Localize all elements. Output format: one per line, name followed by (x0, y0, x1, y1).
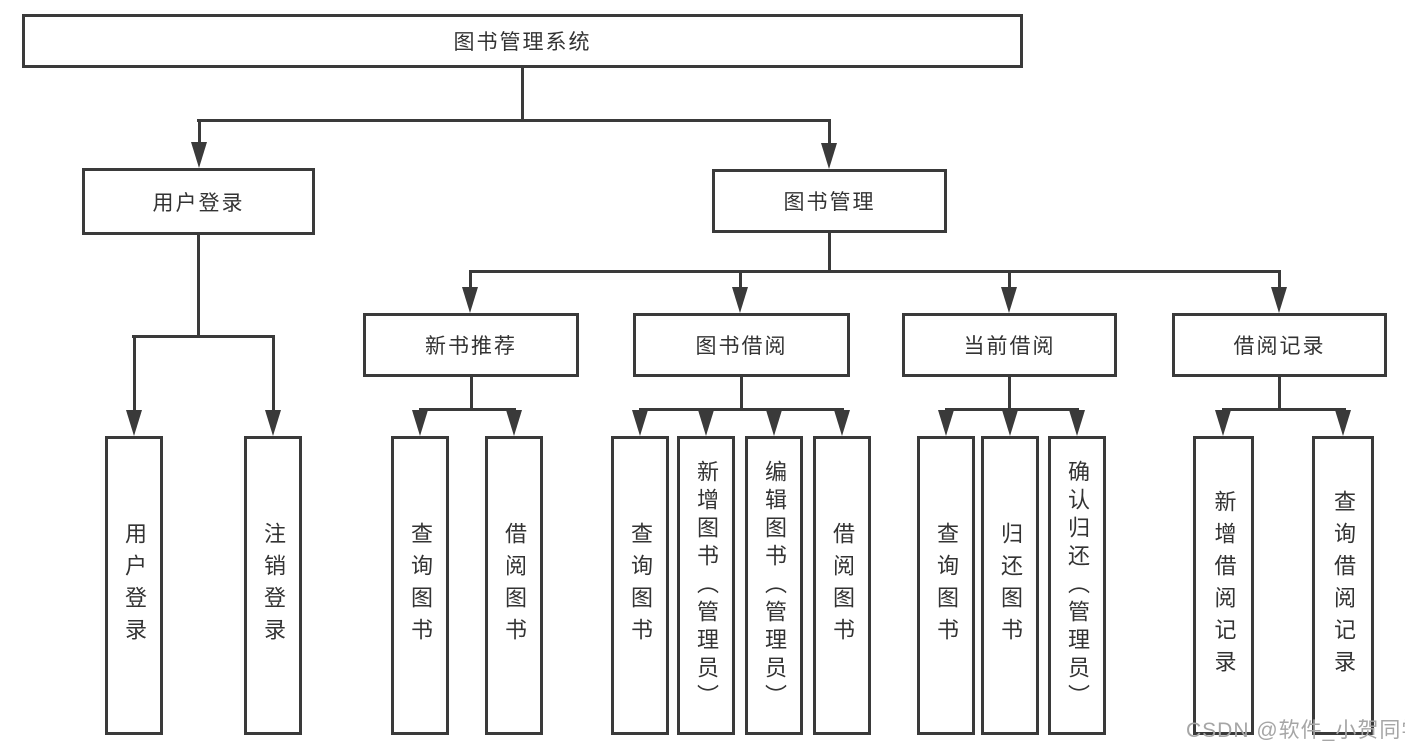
node-label: 借阅图书 (502, 521, 527, 650)
arrow-down-icon (1215, 410, 1231, 436)
arrow-down-icon (632, 410, 648, 436)
connector-line (738, 270, 742, 289)
connector-line (418, 408, 516, 411)
arrow-down-icon (1069, 410, 1085, 436)
node-borrowing-records: 借阅记录 (1172, 313, 1387, 377)
connector-line (197, 119, 201, 144)
arrow-down-icon (766, 410, 782, 436)
connector-line (132, 335, 136, 412)
connector-line (638, 408, 844, 411)
connector-line (521, 68, 524, 119)
connector-line (197, 119, 831, 122)
node-current-borrowing: 当前借阅 (902, 313, 1117, 377)
arrow-down-icon (1002, 410, 1018, 436)
leaf-borrow-books-2: 借阅图书 (813, 436, 871, 735)
leaf-query-borrow-record: 查询借阅记录 (1312, 436, 1374, 735)
leaf-user-login: 用户登录 (105, 436, 163, 735)
leaf-query-books-2: 查询图书 (611, 436, 669, 735)
connector-line (739, 377, 743, 408)
node-label: 查询借阅记录 (1331, 489, 1356, 682)
node-label: 注销登录 (261, 521, 286, 650)
node-label: 新书推荐 (425, 335, 517, 358)
node-user-login: 用户登录 (82, 168, 315, 235)
node-label: 图书管理系统 (453, 31, 592, 54)
arrow-down-icon (698, 410, 714, 436)
leaf-add-borrow-record: 新增借阅记录 (1193, 436, 1254, 735)
node-label: 借阅记录 (1233, 335, 1326, 358)
leaf-edit-books-admin: 编辑图书（管理员） (745, 436, 803, 735)
node-label: 当前借阅 (963, 335, 1056, 358)
arrow-down-icon (412, 410, 428, 436)
connector-line (1278, 376, 1281, 408)
leaf-query-books-1: 查询图书 (391, 436, 449, 735)
connector-line (827, 119, 831, 145)
node-label: 归还图书 (998, 521, 1023, 650)
node-label: 用户登录 (152, 191, 245, 215)
connector-line (468, 270, 1281, 273)
node-book-borrowing: 图书借阅 (633, 313, 850, 377)
leaf-logout-login: 注销登录 (244, 436, 302, 735)
arrow-down-icon (732, 287, 748, 313)
watermark-text: CSDN @软件_小贺同学 (1186, 719, 1405, 742)
leaf-add-books-admin: 新增图书（管理员） (677, 436, 735, 735)
node-library-management-system: 图书管理系统 (22, 14, 1023, 68)
arrow-down-icon (834, 410, 850, 436)
leaf-return-books: 归还图书 (981, 436, 1039, 735)
node-label: 图书管理 (783, 191, 876, 214)
arrow-down-icon (462, 287, 478, 313)
arrow-down-icon (265, 410, 281, 436)
arrow-down-icon (938, 410, 954, 436)
node-label: 新增图书（管理员） (694, 459, 719, 712)
leaf-confirm-return-admin: 确认归还（管理员） (1048, 436, 1106, 735)
connector-line (469, 377, 473, 408)
node-new-book-recommendation: 新书推荐 (363, 313, 579, 377)
node-label: 查询图书 (628, 521, 653, 650)
arrow-down-icon (191, 142, 207, 168)
node-label: 图书借阅 (695, 335, 788, 358)
connector-line (468, 270, 472, 289)
node-label: 查询图书 (408, 521, 433, 650)
arrow-down-icon (1001, 287, 1017, 313)
connector-line (1221, 408, 1346, 411)
node-label: 借阅图书 (830, 521, 855, 650)
node-label: 编辑图书（管理员） (762, 459, 787, 712)
connector-line (944, 408, 1079, 411)
node-label: 新增借阅记录 (1211, 489, 1237, 682)
arrow-down-icon (126, 410, 142, 436)
node-book-management: 图书管理 (712, 169, 947, 233)
arrow-down-icon (1335, 410, 1351, 436)
connector-line (1277, 270, 1281, 289)
node-label: 用户登录 (122, 521, 147, 650)
connector-line (197, 235, 200, 335)
node-label: 查询图书 (934, 521, 959, 650)
arrow-down-icon (821, 143, 837, 169)
node-label: 确认归还（管理员） (1065, 459, 1090, 712)
connector-line (827, 233, 831, 270)
arrow-down-icon (506, 410, 522, 436)
connector-line (1007, 270, 1011, 289)
arrow-down-icon (1271, 287, 1287, 313)
connector-line (1008, 376, 1011, 408)
leaf-query-books-3: 查询图书 (917, 436, 975, 735)
connector-line (271, 335, 275, 412)
leaf-borrow-books-1: 借阅图书 (485, 436, 543, 735)
connector-line (132, 335, 275, 338)
